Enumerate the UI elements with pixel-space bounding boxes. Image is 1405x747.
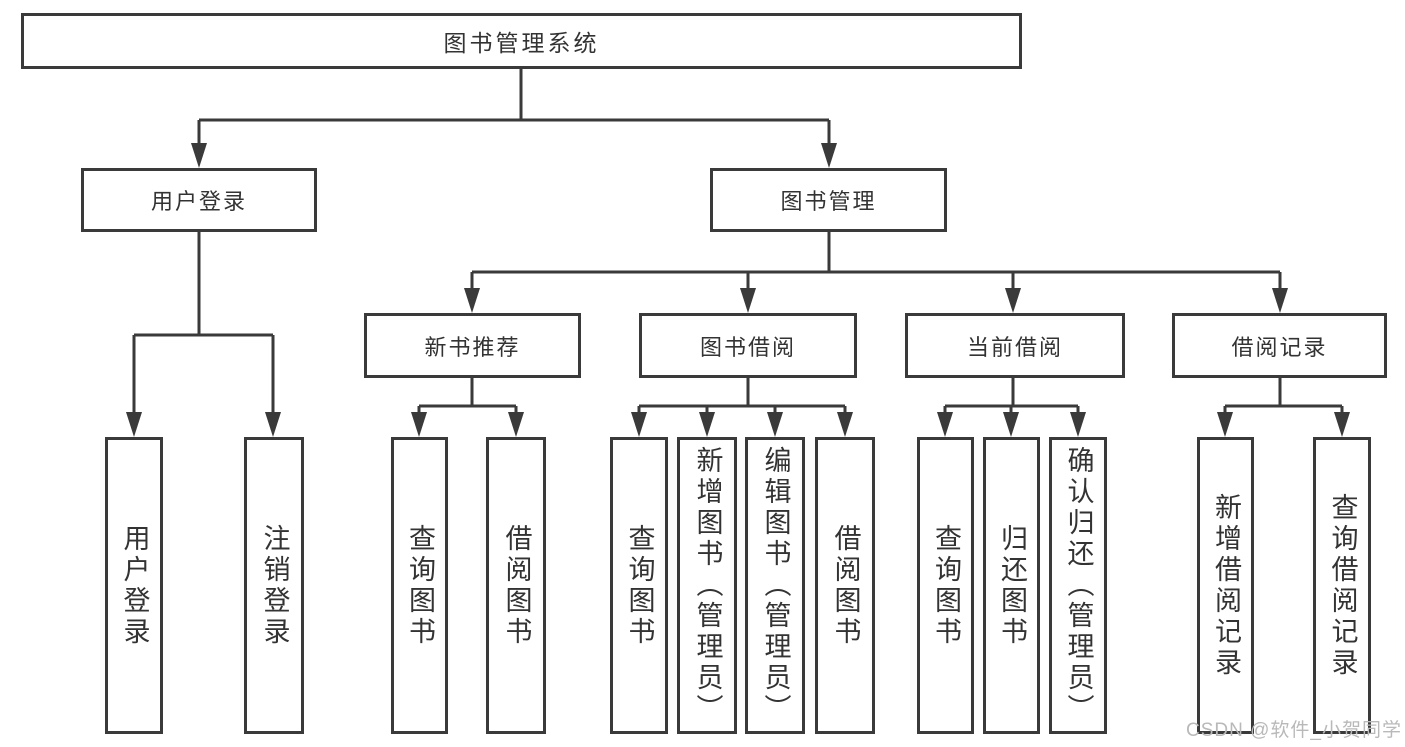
leaf-user-login: 用户登录	[105, 437, 163, 734]
leaf-borrow-books: 借阅图书	[815, 437, 875, 734]
leaf-logout: 注销登录	[244, 437, 304, 734]
node-label: 新书推荐	[424, 334, 521, 360]
node-book-management: 图书管理	[710, 168, 947, 232]
node-label: 编辑图书（管理员）	[760, 446, 791, 725]
node-label: 查询借阅记录	[1327, 492, 1358, 679]
node-label: 新增借阅记录	[1211, 492, 1241, 679]
node-label: 归还图书	[997, 523, 1027, 648]
leaf-query-books: 查询图书	[610, 437, 668, 734]
node-label: 查询图书	[931, 523, 961, 648]
node-label: 借阅图书	[830, 523, 861, 648]
leaf-edit-books-admin: 编辑图书（管理员）	[745, 437, 805, 734]
leaf-confirm-return-admin: 确认归还（管理员）	[1049, 437, 1107, 734]
leaf-query-books: 查询图书	[917, 437, 974, 734]
node-label: 用户登录	[150, 189, 247, 214]
leaf-return-books: 归还图书	[983, 437, 1040, 734]
node-user-login: 用户登录	[81, 168, 317, 232]
node-book-borrow: 图书借阅	[639, 313, 857, 378]
leaf-query-books: 查询图书	[391, 437, 448, 734]
node-library-system: 图书管理系统	[21, 13, 1022, 69]
node-label: 注销登录	[259, 523, 290, 648]
node-current-borrow: 当前借阅	[905, 313, 1125, 378]
leaf-add-borrow-record: 新增借阅记录	[1197, 437, 1254, 734]
node-new-book-recommend: 新书推荐	[364, 313, 581, 378]
node-label: 图书借阅	[699, 334, 796, 360]
node-label: 图书管理系统	[443, 30, 600, 56]
node-borrow-records: 借阅记录	[1172, 313, 1387, 378]
node-label: 确认归还（管理员）	[1063, 446, 1094, 725]
node-label: 借阅记录	[1231, 334, 1328, 360]
leaf-query-borrow-record: 查询借阅记录	[1313, 437, 1371, 734]
node-label: 查询图书	[624, 523, 655, 648]
node-label: 图书管理	[780, 189, 877, 214]
node-label: 新增图书（管理员）	[692, 446, 723, 725]
node-label: 当前借阅	[966, 334, 1063, 360]
leaf-add-books-admin: 新增图书（管理员）	[677, 437, 737, 734]
leaf-borrow-books: 借阅图书	[486, 437, 546, 734]
node-label: 查询图书	[405, 523, 435, 648]
node-label: 用户登录	[119, 523, 150, 648]
node-label: 借阅图书	[501, 523, 532, 648]
csdn-watermark: CSDN @软件_小贺同学	[1186, 720, 1402, 741]
